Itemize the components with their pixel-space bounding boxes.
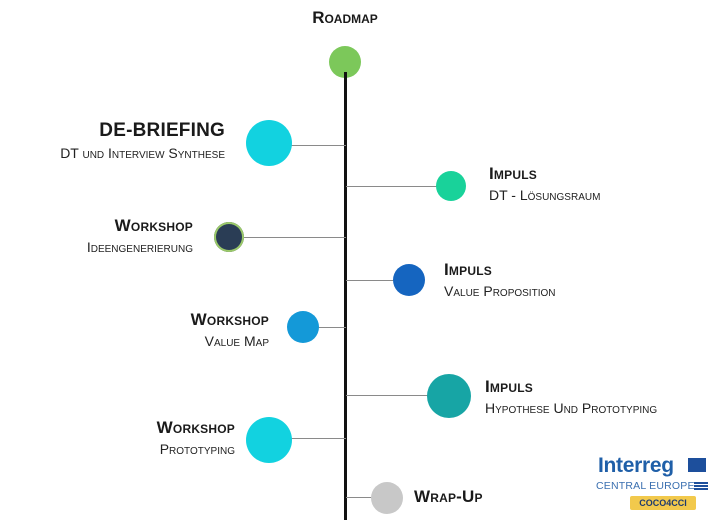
step-heading-3: Workshop	[114, 216, 193, 235]
logo-program: CENTRAL EUROPE	[596, 480, 695, 492]
step-heading-4: Impuls	[444, 260, 492, 279]
step-node-1	[246, 120, 292, 166]
step-node-2	[436, 171, 466, 201]
step-sub-6: Hypothese Und Prototyping	[485, 400, 658, 416]
step-sub-2: DT - Lösungsraum	[489, 187, 601, 203]
step-label-6: Impuls Hypothese Und Prototyping	[485, 377, 657, 416]
logo-project-badge: COCO4CCI	[630, 496, 696, 510]
step-node-6	[427, 374, 471, 418]
step-label-2: Impuls DT - Lösungsraum	[489, 164, 600, 203]
step-heading-5: Workshop	[190, 310, 269, 329]
connector-8	[346, 497, 376, 498]
step-node-5	[287, 311, 319, 343]
step-heading-6: Impuls	[485, 377, 533, 396]
connector-1	[280, 145, 346, 146]
step-sub-1: DT und Interview Synthese	[60, 145, 225, 161]
logo-strip-icon	[694, 482, 708, 490]
step-label-5: Workshop Value Map	[191, 310, 269, 349]
timeline-axis	[344, 72, 347, 520]
interreg-logo: Interreg CENTRAL EUROPE COCO4CCI	[592, 452, 712, 520]
connector-4	[346, 280, 402, 281]
step-label-7: Workshop Prototyping	[157, 418, 235, 457]
step-heading-1: DE-BRIEFING	[99, 120, 225, 141]
connector-5	[316, 327, 346, 328]
step-node-3	[214, 222, 244, 252]
roadmap-title: Roadmap	[312, 8, 378, 27]
step-label-8: Wrap-Up	[414, 487, 483, 507]
eu-flag-icon	[688, 458, 706, 472]
step-sub-3: Ideengenerierung	[86, 239, 193, 255]
step-label-3: Workshop Ideengenerierung	[87, 216, 193, 255]
step-label-1: DE-BRIEFING DT und Interview Synthese	[60, 120, 225, 161]
step-heading-7: Workshop	[156, 418, 235, 437]
step-node-8	[371, 482, 403, 514]
connector-3	[240, 237, 346, 238]
step-node-7	[246, 417, 292, 463]
connector-6	[346, 395, 432, 396]
step-heading-2: Impuls	[489, 164, 537, 183]
step-sub-7: Prototyping	[159, 441, 235, 457]
step-label-4: Impuls Value Proposition	[444, 260, 555, 299]
step-heading-8: Wrap-Up	[414, 487, 483, 506]
logo-wordmark: Interreg	[598, 454, 674, 477]
step-sub-5: Value Map	[204, 333, 269, 349]
step-sub-4: Value Proposition	[444, 283, 556, 299]
step-node-4	[393, 264, 425, 296]
connector-2	[346, 186, 446, 187]
connector-7	[286, 438, 346, 439]
